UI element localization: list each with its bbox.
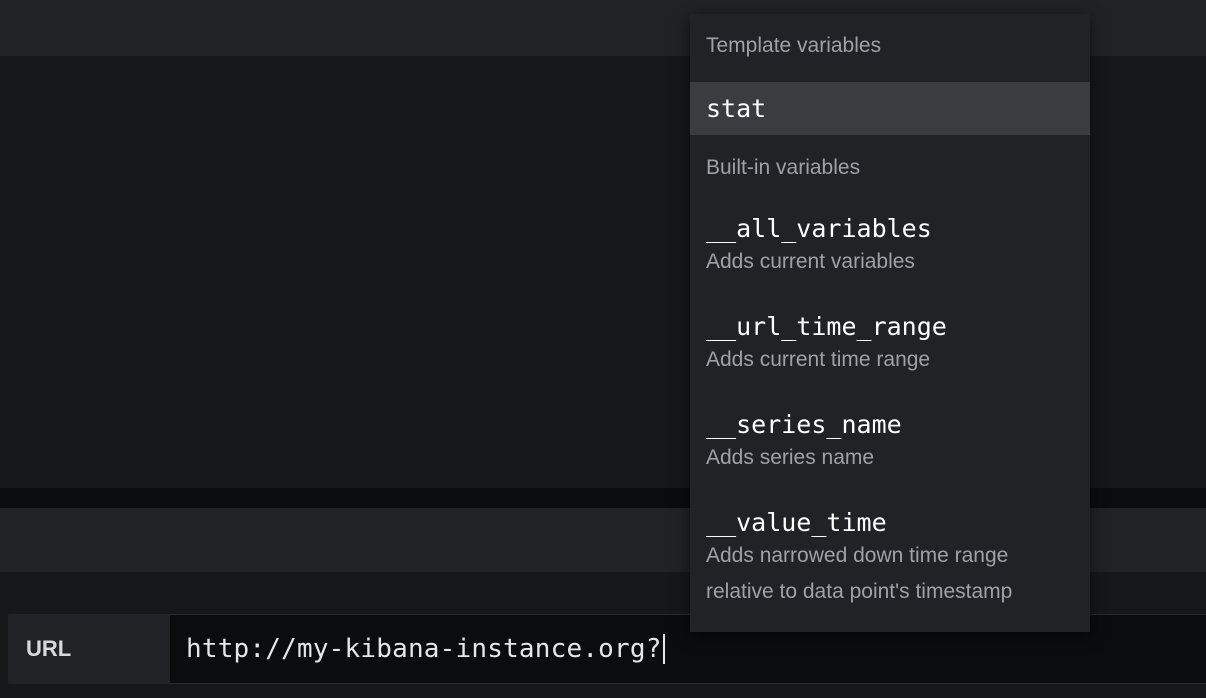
suggestion-item-series-name[interactable]: __series_name Adds series name: [690, 410, 1090, 476]
suggestion-item-url-time-range[interactable]: __url_time_range Adds current time range: [690, 312, 1090, 378]
url-input[interactable]: http://my-kibana-instance.org?: [170, 614, 1206, 684]
suggestion-item-label: __all_variables: [706, 214, 932, 243]
suggestion-item-label: stat: [706, 93, 767, 123]
suggestion-item-description: Adds series name: [706, 446, 875, 469]
variable-suggestion-menu: Template variables stat Built-in variabl…: [690, 14, 1090, 632]
suggestion-item-label: __series_name: [706, 410, 902, 439]
group-title-template-variables: Template variables: [706, 34, 882, 57]
url-input-value: http://my-kibana-instance.org?: [186, 634, 662, 664]
url-field-label: URL: [8, 614, 170, 684]
group-title-built-in-variables: Built-in variables: [706, 156, 861, 179]
suggestion-item-label: __value_time: [706, 508, 887, 537]
suggestion-item-description-line-2: relative to data point's timestamp: [706, 580, 1013, 603]
suggestion-item-description: Adds narrowed down time range: [706, 544, 1009, 567]
suggestion-item-value-time[interactable]: __value_time Adds narrowed down time ran…: [690, 508, 1090, 610]
suggestion-item-all-variables[interactable]: __all_variables Adds current variables: [690, 214, 1090, 280]
suggestion-item-description: Adds current variables: [706, 250, 915, 273]
suggestion-item-stat[interactable]: stat: [690, 82, 1090, 135]
text-caret: [662, 634, 665, 664]
suggestion-item-description: Adds current time range: [706, 348, 931, 371]
suggestion-item-label: __url_time_range: [706, 312, 947, 341]
